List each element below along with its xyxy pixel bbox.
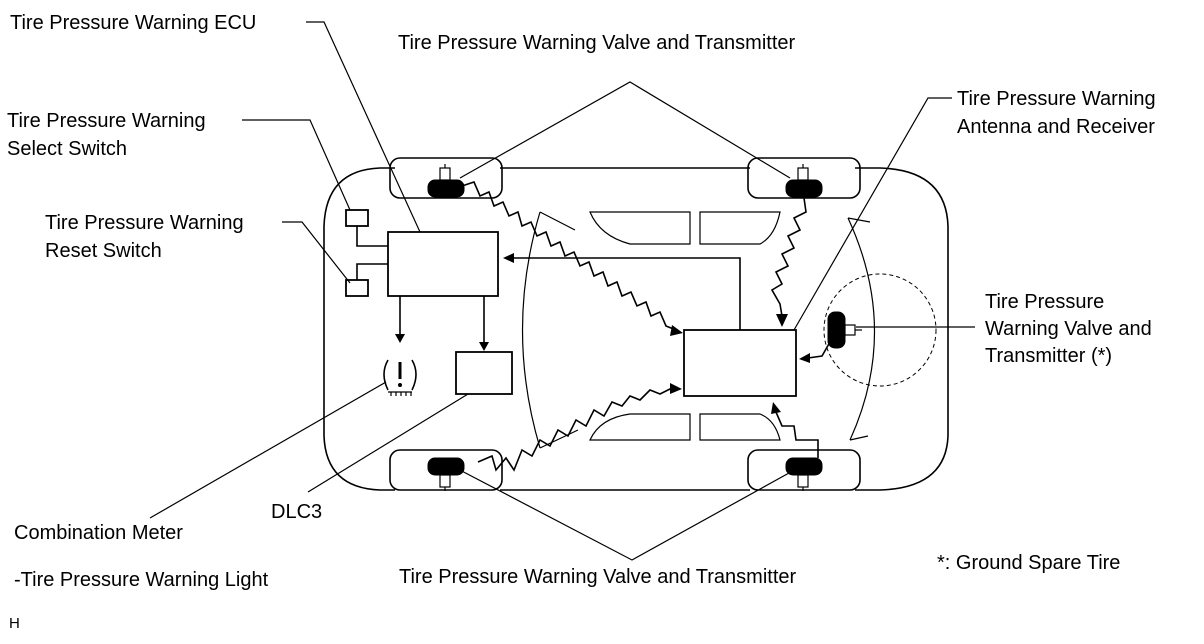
label-dlc3: DLC3 xyxy=(271,501,322,523)
tire-pressure-warning-light-icon xyxy=(383,359,417,396)
dlc3-box xyxy=(455,351,513,395)
label-warning-light: -Tire Pressure Warning Light xyxy=(14,569,269,591)
label-combination-meter: Combination Meter xyxy=(14,522,183,544)
label-select-switch-line2: Select Switch xyxy=(7,138,127,160)
label-valve-bottom: Tire Pressure Warning Valve and Transmit… xyxy=(399,566,797,588)
radio-signals xyxy=(461,181,831,472)
label-spare-note: *: Ground Spare Tire xyxy=(937,552,1120,574)
label-select-switch-line1: Tire Pressure Warning xyxy=(7,110,206,132)
leader-lines xyxy=(149,21,975,561)
receiver-to-ecu-line xyxy=(503,253,741,330)
label-spare-line2: Warning Valve and xyxy=(985,318,1152,340)
label-ecu: Tire Pressure Warning ECU xyxy=(10,12,256,34)
tire-spare xyxy=(827,311,862,349)
receiver-box xyxy=(683,329,797,397)
ecu-output-arrows xyxy=(395,296,489,351)
corner-mark: H xyxy=(9,615,20,632)
select-switch-box xyxy=(345,209,369,227)
tire-front-right xyxy=(785,164,823,198)
label-antenna-line1: Tire Pressure Warning xyxy=(957,88,1156,110)
tire-rear-right xyxy=(785,457,823,491)
label-antenna-line2: Antenna and Receiver xyxy=(957,116,1155,138)
ecu-box xyxy=(387,231,499,297)
label-valve-top: Tire Pressure Warning Valve and Transmit… xyxy=(398,32,796,54)
tire-front-left xyxy=(427,164,465,198)
switch-wiring xyxy=(356,226,388,280)
label-spare-line3: Transmitter (*) xyxy=(985,345,1112,367)
label-reset-switch-line2: Reset Switch xyxy=(45,240,162,262)
label-spare-line1: Tire Pressure xyxy=(985,291,1104,313)
label-reset-switch-line1: Tire Pressure Warning xyxy=(45,212,244,234)
tire-rear-left xyxy=(427,457,465,491)
vehicle-body-outline xyxy=(323,157,949,491)
